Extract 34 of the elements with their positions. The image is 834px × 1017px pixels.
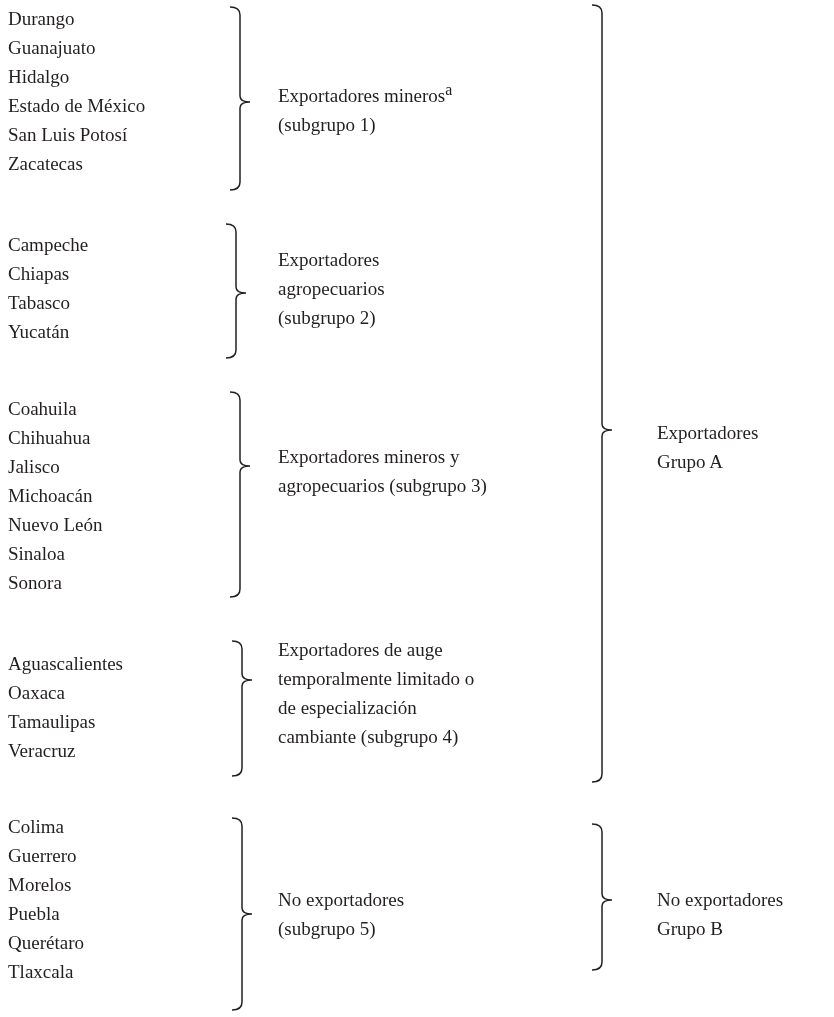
state-name: Coahuila [8, 397, 77, 421]
group-label: Exportadores mineros$^{a}$ (subgrupo 1) [278, 80, 454, 138]
state-name: Hidalgo [8, 65, 70, 89]
state-name: Yucatán [8, 320, 70, 344]
state-name: Zacatecas [8, 152, 83, 176]
state-name: Chiapas [8, 262, 70, 286]
state-name: Aguascalientes [8, 652, 123, 676]
state-name: Morelos [8, 873, 72, 897]
state-name: Nuevo León [8, 513, 103, 537]
state-name: Sinaloa [8, 542, 65, 566]
state-name: Oaxaca [8, 681, 65, 705]
state-name: San Luis Potosí [8, 123, 128, 147]
state-name: Chihuahua [8, 426, 91, 450]
group-label: No exportadores (subgrupo 5) [278, 888, 406, 941]
state-name: Tlaxcala [8, 960, 74, 984]
state-name: Puebla [8, 902, 60, 926]
group-label: Exportadores mineros y agropecuarios (subgrupo 3) [278, 445, 488, 498]
state-name: Jalisco [8, 455, 60, 479]
group-label: Exportadores Grupo A [657, 421, 760, 474]
state-name: Sonora [8, 571, 62, 595]
state-name: Michoacán [8, 484, 93, 508]
state-name: Campeche [8, 233, 89, 257]
state-name: Durango [8, 7, 75, 31]
state-name: Tamaulipas [8, 710, 96, 734]
state-name: Guerrero [8, 844, 77, 868]
state-name: Veracruz [8, 739, 76, 763]
state-name: Colima [8, 815, 64, 839]
group-label: Exportadores agropecuarios (subgrupo 2) [278, 248, 386, 330]
state-name: Tabasco [8, 291, 70, 315]
state-name: Querétaro [8, 931, 84, 955]
state-name: Estado de México [8, 94, 146, 118]
group-label: No exportadores Grupo B [657, 888, 785, 941]
state-name: Guanajuato [8, 36, 96, 60]
group-label: Exportadores de auge temporalmente limitado o de especialización cambiante (subgrupo 4) [278, 638, 476, 749]
